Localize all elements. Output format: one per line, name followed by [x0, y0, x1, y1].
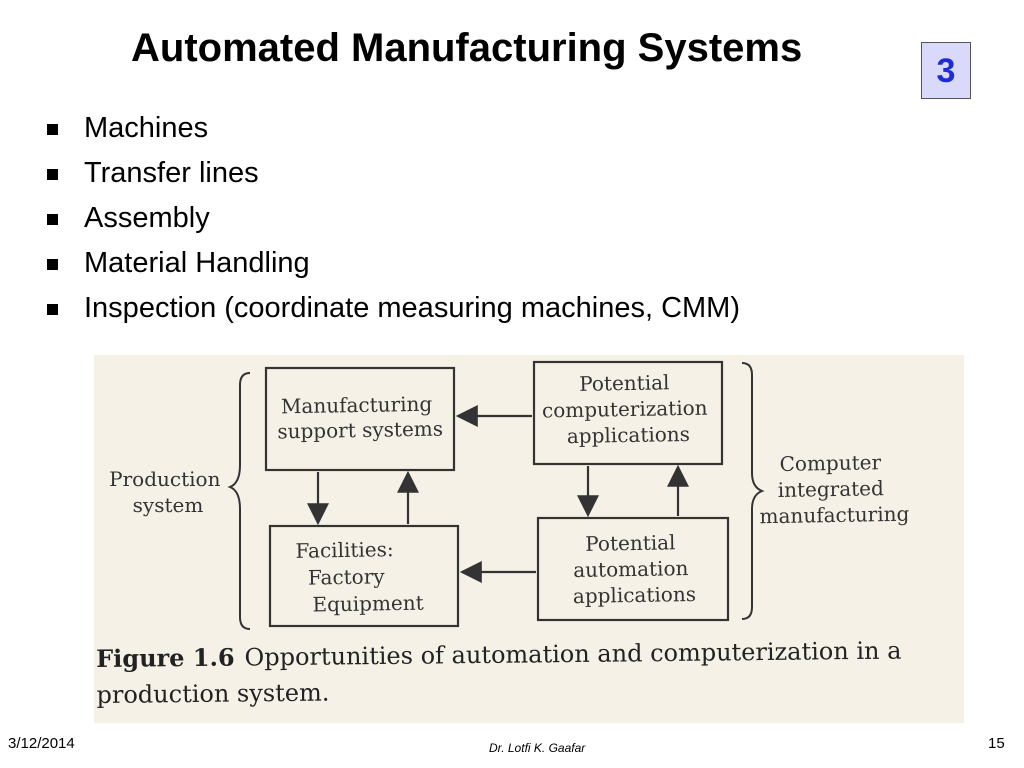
facilities-label-line: Facilities:: [295, 537, 394, 563]
automation-label-line: automation: [573, 556, 689, 582]
slide-title: Automated Manufacturing Systems: [131, 26, 803, 70]
square-bullet-icon: [47, 124, 58, 135]
bullet-item-material-handling: Material Handling: [44, 241, 740, 286]
slide-number-badge: 3: [921, 42, 971, 99]
facilities-label-line: Equipment: [312, 591, 424, 617]
square-bullet-icon: [47, 304, 58, 315]
support-label-line: Manufacturing: [281, 392, 433, 419]
bullet-item-inspection: Inspection (coordinate measuring machine…: [44, 286, 740, 331]
bullet-list: Machines Transfer lines Assembly Materia…: [44, 106, 740, 331]
footer-page-number: 15: [988, 735, 1005, 752]
bullet-item-transfer-lines: Transfer lines: [44, 151, 740, 196]
bullet-item-assembly: Assembly: [44, 196, 740, 241]
footer-author: Dr. Lotfi K. Gaafar: [489, 741, 586, 755]
footer-date: 3/12/2014: [8, 735, 75, 752]
right-brace: [741, 362, 765, 620]
figure-number: Figure 1.6: [96, 642, 235, 673]
cim-label-line: integrated: [778, 476, 885, 502]
cim-label-line: Computer: [779, 450, 881, 476]
production-label-line: system: [133, 493, 204, 517]
figure-scan: Manufacturing support systems Facilities…: [94, 355, 964, 723]
automation-label: Potential automation applications: [572, 530, 696, 608]
bullet-item-machines: Machines: [44, 106, 740, 151]
computerization-label-line: applications: [567, 422, 690, 448]
cim-label: Computer integrated manufacturing: [758, 450, 909, 529]
bullet-text: Transfer lines: [84, 157, 259, 189]
support-systems-label: Manufacturing support systems: [277, 392, 444, 444]
bullet-text: Material Handling: [84, 247, 310, 279]
production-system-diagram: Manufacturing support systems Facilities…: [109, 360, 910, 630]
bullet-text: Inspection (coordinate measuring machine…: [84, 292, 740, 324]
production-system-label: Production system: [109, 467, 227, 517]
facilities-label: Facilities: Factory Equipment: [295, 537, 424, 617]
computerization-label-line: Potential: [579, 370, 670, 396]
box-automation: [536, 516, 730, 622]
square-bullet-icon: [47, 169, 58, 180]
left-brace: [227, 372, 251, 630]
bullet-text: Assembly: [84, 202, 210, 234]
cim-label-line: manufacturing: [759, 502, 909, 529]
facilities-label-line: Factory: [308, 564, 386, 589]
box-manufacturing-support: [264, 366, 456, 472]
automation-label-line: Potential: [585, 530, 676, 556]
support-label-line: support systems: [277, 417, 443, 444]
automation-label-line: applications: [573, 582, 696, 608]
production-label-line: Production: [109, 467, 220, 491]
computerization-label: Potential computerization applications: [541, 370, 714, 449]
square-bullet-icon: [47, 259, 58, 270]
box-facilities: [268, 524, 460, 628]
bullet-text: Machines: [84, 112, 209, 144]
computerization-label-line: computerization: [542, 396, 708, 423]
box-computerization: [532, 360, 724, 466]
square-bullet-icon: [47, 214, 58, 225]
